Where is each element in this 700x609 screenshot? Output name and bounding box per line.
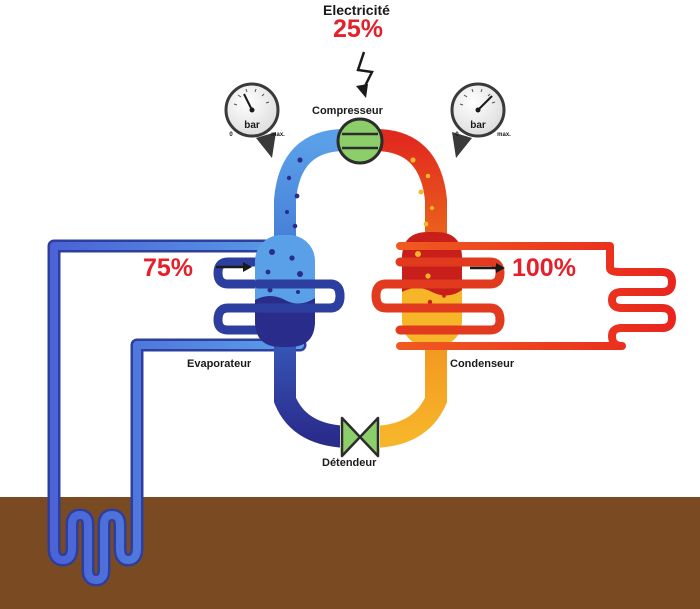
evaporator-vessel (255, 235, 315, 347)
refrigerant-loop-cold (274, 129, 363, 448)
evaporator-label: Evaporateur (187, 358, 252, 370)
electricity-label: Electricité (323, 2, 390, 18)
compressor-label: Compresseur (312, 105, 383, 117)
condenser-label: Condenseur (450, 358, 515, 370)
heating-circuit-pipe (371, 242, 676, 350)
gauge-left-unit: bar (244, 120, 260, 131)
gauge-left-min: 0 (229, 132, 233, 138)
cold-pipe-bubbles (285, 157, 303, 229)
gauge-left-max: max. (271, 132, 285, 138)
evaporator-percent: 75% (143, 254, 194, 282)
compressor-icon (336, 117, 384, 165)
gauge-right-unit: bar (470, 120, 486, 131)
refrigerant-loop-hot (359, 129, 447, 448)
evaporator-coil (253, 279, 345, 313)
electricity-percent: 25% (333, 15, 384, 43)
gauge-right-min: 0 (455, 132, 459, 138)
pressure-gauge-high-icon: bar 0 max. (450, 82, 511, 158)
arrow-out-of-condenser-icon (470, 263, 505, 273)
condenser-percent: 100% (512, 254, 576, 282)
expansion-valve-label: Détendeur (322, 457, 377, 469)
hot-pipe-bubbles (410, 157, 435, 227)
pressure-gauge-low-icon: bar 0 max. (224, 82, 285, 158)
expansion-valve-icon (340, 416, 380, 458)
lightning-icon (356, 51, 374, 98)
gauge-right-max: max. (497, 132, 511, 138)
arrow-into-evaporator-icon (216, 262, 252, 272)
